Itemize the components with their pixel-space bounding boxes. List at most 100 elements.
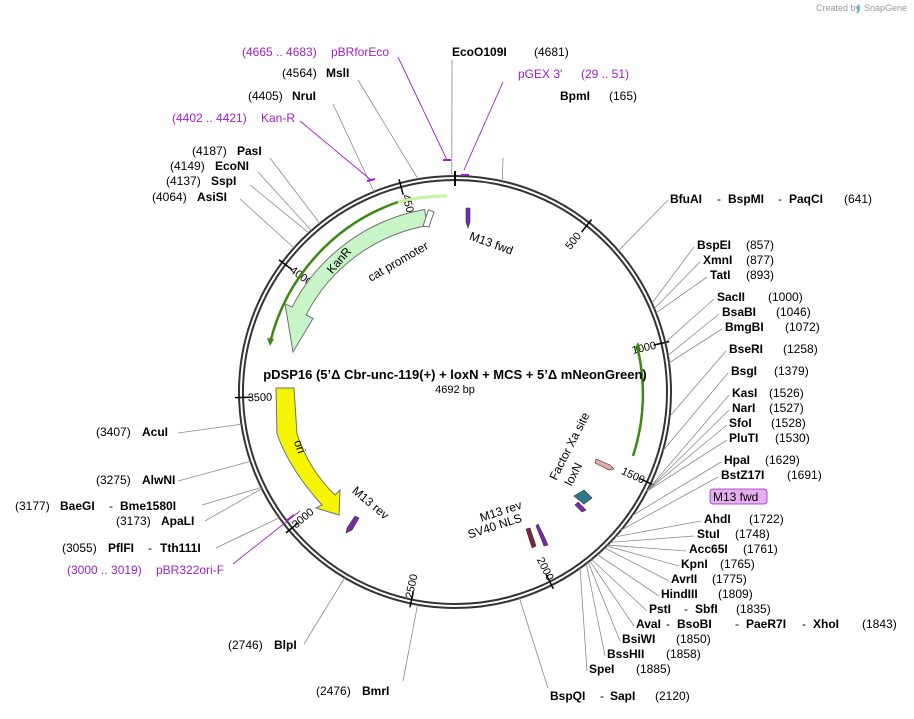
site-leader-7 — [240, 199, 294, 248]
site-leader-35 — [597, 555, 659, 596]
primer-leader-pbrforeco — [398, 57, 447, 160]
enzyme-bsiwi-pos: (1850) — [676, 632, 711, 646]
enzyme-bspmi-name: BspMI — [728, 192, 764, 206]
enzyme-blpi-name: BlpI — [274, 638, 297, 652]
site-leader-16 — [652, 247, 694, 303]
tick-label-3000: 3000 — [290, 506, 316, 531]
ori-feature-arrow[interactable] — [276, 388, 340, 515]
enzyme-apali-name: ApaLI — [161, 514, 194, 528]
enzyme-econi-pos: (4149) — [170, 159, 205, 173]
enzyme-nrui-pos: (4405) — [248, 89, 283, 103]
enzyme-kpni-name: KpnI — [681, 557, 708, 571]
site-leader-40 — [580, 568, 587, 671]
site-leader-6 — [250, 185, 309, 233]
enzyme-kasi-name: KasI — [732, 386, 757, 400]
primer-pgex3-name: pGEX 3' — [518, 67, 562, 81]
enzyme-pasi-pos: (4187) — [192, 144, 227, 158]
snapgene-brand: SnapGene — [864, 3, 907, 13]
site-leader-13 — [304, 578, 345, 644]
enzyme-pasi-name: PasI — [237, 144, 262, 158]
enzyme-bspei-pos: (857) — [746, 238, 774, 252]
enzyme-baegi-sep: - — [109, 499, 113, 513]
m13-fwd-label: M13 fwd — [468, 229, 515, 258]
sv40-nls-arrow[interactable] — [526, 528, 536, 548]
site-leader-20 — [668, 314, 719, 355]
enzyme-pflfi-sep: - — [148, 541, 152, 555]
tick-label-2500: 2500 — [404, 573, 421, 599]
tick-label-500: 500 — [563, 230, 584, 252]
enzyme-alwni-name: AlwNI — [142, 473, 175, 487]
enzyme-sacii-pos: (1000) — [768, 290, 803, 304]
enzyme-bseri-pos: (1258) — [783, 342, 818, 356]
enzyme-bpmi-pos: (165) — [609, 89, 637, 103]
enzyme-acui-name: AcuI — [142, 425, 168, 439]
enzyme-bsobi-name: BsoBI — [677, 617, 712, 631]
enzyme-bspmi-sep: - — [778, 192, 782, 206]
enzyme-spei-pos: (1885) — [636, 662, 671, 676]
primer-kanr-range: (4402 .. 4421) — [172, 111, 247, 125]
primer-pgex3-range: (29 .. 51) — [581, 67, 629, 81]
enzyme-pluti-pos: (1530) — [775, 431, 810, 445]
enzyme-sfoi-pos: (1528) — [771, 416, 806, 430]
tick-label-3500: 3500 — [248, 392, 273, 405]
site-leader-36 — [592, 559, 647, 611]
enzyme-bspqi-pos: (2120) — [655, 689, 690, 703]
enzyme-pflfi-name: PflFI — [108, 541, 134, 555]
site-leader-23 — [663, 373, 728, 451]
enzyme-hindiii-name: HindIII — [661, 587, 698, 601]
enzyme-bstz17i-name: BstZ17I — [721, 468, 764, 482]
enzyme-ahdi-pos: (1722) — [749, 512, 784, 526]
primer-pbrforeco-name: pBRforEco — [331, 45, 389, 59]
site-leader-1 — [502, 158, 503, 181]
enzyme-bsobi-sep: - — [735, 617, 739, 631]
tick-label-2000: 2000 — [534, 555, 556, 582]
m13-rev-right-primer-arrow[interactable] — [536, 524, 548, 546]
factor-xa-site-arrow[interactable] — [595, 459, 614, 470]
enzyme-psti-name: PstI — [649, 602, 671, 616]
orf-arc-right — [633, 346, 643, 456]
enzyme-nari-name: NarI — [732, 401, 755, 415]
enzyme-xmni-pos: (877) — [746, 253, 774, 267]
enzyme-bseri-name: BseRI — [729, 342, 763, 356]
enzyme-blpi-pos: (2746) — [228, 638, 263, 652]
site-leader-24 — [647, 395, 729, 490]
enzyme-psti-sep: - — [684, 602, 688, 616]
enzyme-asisi-name: AsiSI — [197, 190, 227, 204]
tick-label-1500: 1500 — [619, 465, 646, 486]
site-leader-2 — [358, 80, 418, 179]
enzyme-acui-pos: (3407) — [96, 425, 131, 439]
enzyme-bfuai-pos: (641) — [844, 192, 872, 206]
primer-kanr-name: Kan-R — [261, 111, 295, 125]
enzyme-sfoi-name: SfoI — [729, 416, 752, 430]
loxn-arrow[interactable] — [574, 490, 592, 504]
m13-fwd-primer-arrow[interactable] — [466, 208, 470, 228]
enzyme-bme1580i-name: Bme1580I — [120, 499, 176, 513]
site-leader-4 — [270, 158, 320, 224]
enzyme-tati-name: TatI — [710, 268, 730, 282]
site-leader-10 — [202, 488, 261, 505]
primer-pbr322ori-name: pBR322ori-F — [156, 563, 224, 577]
enzyme-ecoo109i-pos: (4681) — [534, 45, 569, 59]
enzyme-hindiii-pos: (1809) — [718, 587, 753, 601]
m13-fwd-highlight-label: M13 fwd — [713, 490, 758, 504]
m13-rev-left-primer-arrow[interactable] — [346, 516, 359, 533]
site-leader-32 — [607, 545, 686, 551]
cat-promoter-label: cat promoter — [365, 239, 430, 285]
site-leader-18 — [656, 277, 707, 313]
site-leader-8 — [178, 424, 241, 433]
site-leader-30 — [615, 521, 701, 537]
enzyme-asisi-pos: (4064) — [152, 190, 187, 204]
site-leader-19 — [665, 299, 714, 342]
site-leader-14 — [403, 605, 418, 681]
enzyme-baegi-name: BaeGI — [60, 499, 95, 513]
enzyme-paqci-name: PaqCI — [789, 192, 823, 206]
enzyme-tth111i-name: Tth111I — [160, 541, 201, 555]
tick-label-1000: 1000 — [631, 340, 658, 357]
enzyme-bsabi-name: BsaBI — [722, 305, 756, 319]
site-leader-21 — [669, 329, 722, 363]
enzyme-sbfi-name: SbfI — [695, 602, 718, 616]
enzyme-ecoo109i-name: EcoO109I — [452, 45, 507, 59]
enzyme-ahdi-name: AhdI — [704, 512, 731, 526]
enzyme-econi-name: EcoNI — [215, 159, 249, 173]
